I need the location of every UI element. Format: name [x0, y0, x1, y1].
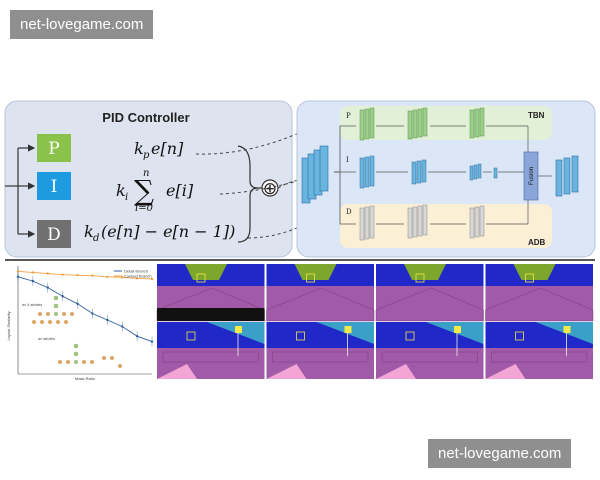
- p-formula: k p e[n]: [134, 139, 184, 161]
- watermark-top: net-lovegame.com: [10, 10, 154, 39]
- svg-text:i=0: i=0: [135, 203, 154, 214]
- branch-i-label: I: [346, 156, 349, 164]
- seg-panel: [485, 322, 593, 379]
- p-box: [37, 134, 71, 162]
- legend-detail: Detail Branch: [124, 269, 148, 274]
- svg-text:k: k: [84, 222, 94, 241]
- input-stack: [301, 145, 329, 204]
- pid-panel: PID Controller P I D k p e[n] k i ∑ n i=…: [4, 100, 293, 258]
- adb-label: ADB: [528, 238, 546, 247]
- annot-mid: w/ strides: [38, 336, 55, 341]
- chart-xlabel: Mask Ratio: [75, 376, 96, 381]
- svg-text:e[n]: e[n]: [151, 139, 184, 158]
- svg-text:k: k: [134, 139, 144, 158]
- annot-top: w/ 4 strides: [22, 302, 42, 307]
- i-formula: k i ∑ n i=0 e[i]: [116, 168, 194, 214]
- branch-p-label: P: [346, 112, 351, 120]
- fusion-label: Fusion: [529, 167, 535, 185]
- p-label: P: [48, 139, 59, 159]
- i-branch-layers: [359, 155, 498, 189]
- seg-panel: [266, 264, 375, 322]
- series-line-0: [17, 276, 153, 343]
- tbn-label: TBN: [528, 111, 545, 120]
- chart-ylabel: Layout Similarity: [6, 311, 11, 340]
- svg-text:i: i: [125, 192, 128, 203]
- chart-legend: Detail Branch Context Branch: [114, 269, 152, 279]
- seg-panel: [157, 322, 265, 379]
- p-branch-layers: [359, 107, 485, 141]
- sum-symbol: ⊕: [263, 179, 277, 199]
- series-point: [106, 275, 109, 278]
- segmentation-grid: [156, 264, 594, 379]
- series-point: [91, 274, 94, 277]
- series-point: [46, 272, 49, 275]
- series-point: [16, 270, 20, 273]
- network-panel: TBN ADB P I D: [296, 100, 596, 258]
- series-point: [61, 273, 64, 276]
- seg-panel: [376, 322, 484, 379]
- adb-region: [340, 204, 552, 248]
- series-point: [135, 277, 139, 280]
- output-stack: [555, 155, 579, 197]
- series-point: [150, 277, 154, 281]
- figure: PID Controller P I D k p e[n] k i ∑ n i=…: [4, 100, 596, 382]
- svg-text:k: k: [116, 181, 126, 200]
- i-box: [37, 172, 71, 200]
- seg-panel: [485, 264, 594, 322]
- series-point: [31, 271, 35, 274]
- watermark-bottom: net-lovegame.com: [428, 439, 572, 468]
- chart-axes: [17, 266, 152, 375]
- chart: Layout Similarity Mask Ratio Detail Bran…: [5, 264, 155, 382]
- seg-panel: [156, 264, 265, 322]
- series-point: [76, 273, 79, 277]
- d-branch-layers: [359, 204, 485, 241]
- legend-context: Context Branch: [124, 274, 152, 279]
- annot-dots: [32, 295, 122, 368]
- seg-panel: [375, 264, 484, 322]
- svg-text:e[i]: e[i]: [166, 181, 194, 200]
- d-label: D: [47, 225, 61, 245]
- svg-text:p: p: [143, 150, 150, 161]
- i-label: I: [51, 177, 58, 197]
- seg-panel: [266, 322, 374, 379]
- pid-title: PID Controller: [102, 110, 189, 125]
- branch-d-label: D: [346, 208, 352, 216]
- connector-arrows: [195, 117, 341, 239]
- tbn-region: [340, 106, 552, 140]
- series-point: [121, 276, 124, 279]
- sigma-symbol: ∑: [134, 174, 154, 207]
- chart-marks: [16, 270, 154, 347]
- series-line-1: [17, 270, 153, 280]
- d-formula: k d (e[n] − e[n − 1]): [84, 222, 235, 244]
- svg-text:d: d: [93, 233, 99, 244]
- svg-text:(e[n] − e[n − 1]): (e[n] − e[n − 1]): [101, 222, 235, 241]
- svg-text:n: n: [143, 168, 149, 179]
- d-box: [37, 220, 71, 248]
